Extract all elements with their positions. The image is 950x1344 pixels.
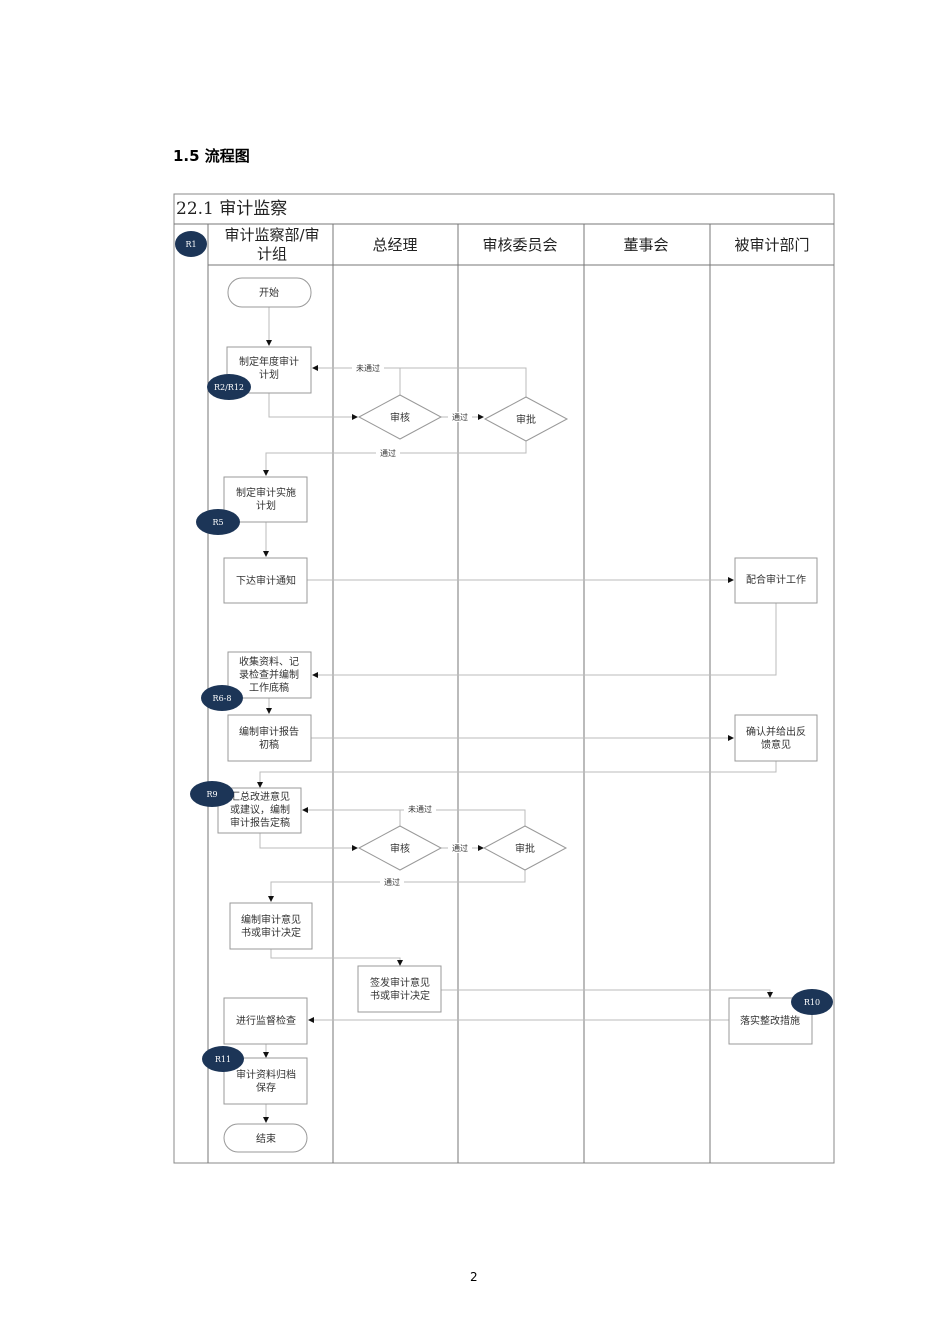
node-annual-plan: 制定年度审计 计划 xyxy=(226,346,312,394)
diagram-title: 22.1 审计监察 xyxy=(176,199,287,219)
svg-text:配合审计工作: 配合审计工作 xyxy=(746,573,806,586)
svg-text:签发审计意见: 签发审计意见 xyxy=(370,976,430,989)
svg-text:保存: 保存 xyxy=(256,1081,276,1094)
connectors xyxy=(257,307,777,1123)
node-approve-2: 审批 xyxy=(482,825,568,871)
risk-badge-r6-8: R6-8 xyxy=(201,685,243,711)
node-opinion: 编制审计意见 书或审计决定 xyxy=(229,902,313,950)
svg-text:或建议，编制: 或建议，编制 xyxy=(230,803,290,816)
svg-text:录检查并编制: 录检查并编制 xyxy=(239,668,299,681)
section-heading: 1.5 流程图 xyxy=(173,147,250,165)
node-issue: 签发审计意见 书或审计决定 xyxy=(357,965,442,1013)
svg-text:R11: R11 xyxy=(215,1055,231,1064)
svg-text:审计报告定稿: 审计报告定稿 xyxy=(230,816,290,829)
edge-label-passed: 通过 xyxy=(380,448,396,458)
lane-header-audit-dept-2: 计组 xyxy=(257,245,287,263)
svg-text:馈意见: 馈意见 xyxy=(761,738,791,751)
svg-text:书或审计决定: 书或审计决定 xyxy=(370,989,430,1002)
svg-text:制定审计实施: 制定审计实施 xyxy=(236,486,296,499)
node-impl-plan: 制定审计实施 计划 xyxy=(223,476,308,523)
node-cooperate: 配合审计工作 xyxy=(734,557,818,604)
svg-text:计划: 计划 xyxy=(259,368,279,381)
risk-badge-r5: R5 xyxy=(196,509,240,535)
lane-header-audited-dept: 被审计部门 xyxy=(734,236,809,254)
svg-text:落实整改措施: 落实整改措施 xyxy=(740,1014,800,1027)
lane-header-board: 董事会 xyxy=(623,236,668,254)
svg-text:编制审计意见: 编制审计意见 xyxy=(241,913,301,926)
edge-label-passed: 通过 xyxy=(452,843,468,853)
node-review-1: 审核 xyxy=(357,394,443,440)
node-notice: 下达审计通知 xyxy=(223,557,308,604)
edge-label-passed: 通过 xyxy=(384,877,400,887)
svg-text:下达审计通知: 下达审计通知 xyxy=(236,574,296,587)
svg-text:确认并给出反: 确认并给出反 xyxy=(746,725,806,738)
svg-text:汇总改进意见: 汇总改进意见 xyxy=(230,790,290,803)
svg-text:审核: 审核 xyxy=(390,411,410,424)
risk-badge-r10: R10 xyxy=(791,989,833,1015)
svg-text:R2/R12: R2/R12 xyxy=(214,383,244,392)
node-start: 开始 xyxy=(227,277,312,308)
svg-text:审计资料归档: 审计资料归档 xyxy=(236,1068,296,1081)
svg-text:R6-8: R6-8 xyxy=(213,694,232,703)
svg-text:进行监督检查: 进行监督检查 xyxy=(236,1014,296,1027)
svg-text:收集资料、记: 收集资料、记 xyxy=(239,655,299,668)
node-collect: 收集资料、记 录检查并编制 工作底稿 xyxy=(227,651,312,699)
lane-header-audit-committee: 审核委员会 xyxy=(482,236,557,254)
node-approve-1: 审批 xyxy=(483,396,569,442)
svg-text:R5: R5 xyxy=(212,518,223,527)
node-review-2: 审核 xyxy=(357,825,443,871)
svg-text:R1: R1 xyxy=(185,240,196,249)
risk-badge-r2-r12: R2/R12 xyxy=(207,374,251,400)
lane-header-gm: 总经理 xyxy=(372,236,417,254)
edge-labels: 未通过 通过 通过 未通过 通过 通过 xyxy=(352,363,472,887)
svg-text:工作底稿: 工作底稿 xyxy=(249,681,289,694)
svg-text:R9: R9 xyxy=(206,790,217,799)
edge-label-passed: 通过 xyxy=(452,412,468,422)
node-feedback: 确认并给出反 馈意见 xyxy=(734,714,818,762)
svg-text:结束: 结束 xyxy=(256,1132,276,1145)
svg-text:开始: 开始 xyxy=(259,286,279,299)
svg-text:审批: 审批 xyxy=(515,842,535,855)
risk-badge-r1: R1 xyxy=(175,231,207,257)
svg-text:计划: 计划 xyxy=(256,499,276,512)
edge-label-not-passed: 未通过 xyxy=(408,804,432,814)
svg-text:审批: 审批 xyxy=(516,413,536,426)
node-supervise: 进行监督检查 xyxy=(223,997,308,1045)
page-number: 2 xyxy=(470,1270,478,1284)
risk-badge-r9: R9 xyxy=(190,781,234,807)
svg-text:审核: 审核 xyxy=(390,842,410,855)
svg-text:编制审计报告: 编制审计报告 xyxy=(239,725,299,738)
svg-text:书或审计决定: 书或审计决定 xyxy=(241,926,301,939)
node-end: 结束 xyxy=(223,1123,308,1153)
edge-label-not-passed: 未通过 xyxy=(356,363,380,373)
diagram-frame xyxy=(173,193,835,1164)
lane-header-audit-dept: 审计监察部/审 xyxy=(224,226,319,244)
node-draft: 编制审计报告 初稿 xyxy=(227,714,312,762)
risk-badge-r11: R11 xyxy=(202,1046,244,1072)
svg-text:制定年度审计: 制定年度审计 xyxy=(239,355,299,368)
svg-text:初稿: 初稿 xyxy=(259,738,279,751)
svg-text:R10: R10 xyxy=(804,998,820,1007)
